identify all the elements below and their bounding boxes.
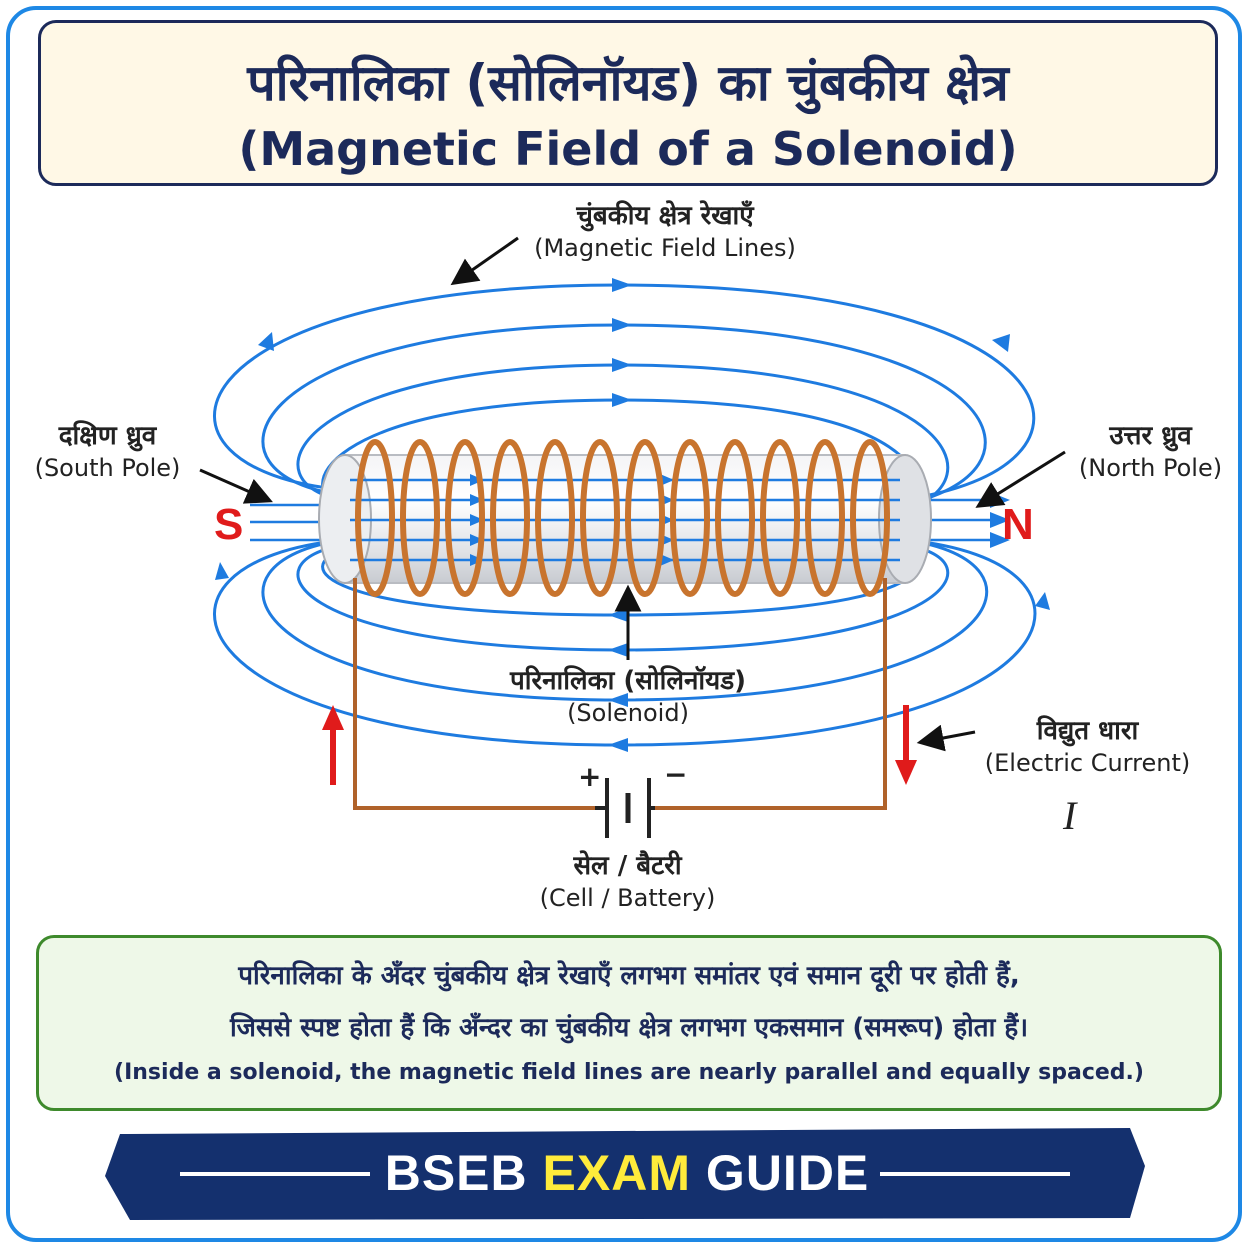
coil-turns (355, 439, 890, 597)
coil-turn (535, 439, 575, 597)
north-pole-letter: N (1002, 500, 1034, 549)
banner-title: BSEB EXAM GUIDE (0, 1140, 1254, 1206)
label-current: विद्युत धारा (Electric Current) (975, 715, 1200, 779)
circuit-wires (353, 578, 887, 810)
label-field-lines-hindi: चुंबकीय क्षेत्र रेखाएँ (576, 201, 754, 231)
label-current-english: (Electric Current) (984, 749, 1191, 777)
label-solenoid: परिनालिका (सोलिनॉयड) (Solenoid) (478, 665, 778, 729)
label-field-lines: चुंबकीय क्षेत्र रेखाएँ (Magnetic Field L… (520, 200, 810, 264)
note-line-3: (Inside a solenoid, the magnetic field l… (114, 1060, 1144, 1085)
label-north-pole: उत्तर ध्रुव (North Pole) (1068, 420, 1233, 484)
coil-turn (445, 439, 485, 597)
banner-word-3: GUIDE (705, 1145, 870, 1201)
coil-turn (625, 439, 665, 597)
battery-minus: − (664, 758, 688, 791)
label-solenoid-english: (Solenoid) (567, 699, 689, 727)
label-north-pole-english: (North Pole) (1078, 454, 1223, 482)
banner-background (105, 1128, 1145, 1220)
note-box: परिनालिका के अँदर चुंबकीय क्षेत्र रेखाएँ… (36, 935, 1222, 1111)
battery-symbol (595, 778, 655, 838)
label-battery-english: (Cell / Battery) (539, 884, 716, 912)
coil-turn (805, 439, 845, 597)
title-hindi: परिनालिका (सोलिनॉयड) का चुंबकीय क्षेत्र (247, 54, 1009, 112)
note-line-1: परिनालिका के अँदर चुंबकीय क्षेत्र रेखाएँ… (238, 961, 1020, 991)
current-symbol: I (1063, 793, 1077, 838)
label-battery-hindi: सेल / बैटरी (573, 851, 682, 881)
label-south-pole-english: (South Pole) (34, 454, 181, 482)
title-box: परिनालिका (सोलिनॉयड) का चुंबकीय क्षेत्र … (38, 20, 1218, 186)
outer-frame (6, 6, 1242, 1242)
battery-plus: + (578, 760, 602, 793)
label-south-pole: दक्षिण ध्रुव (South Pole) (20, 420, 195, 484)
title-english: (Magnetic Field of a Solenoid) (238, 122, 1018, 176)
label-current-hindi: विद्युत धारा (1036, 716, 1139, 746)
coil-turn (580, 439, 620, 597)
banner-word-2: EXAM (542, 1145, 692, 1201)
banner-word-1: BSEB (384, 1145, 528, 1201)
coil-turn (850, 439, 890, 597)
coil-turn (760, 439, 800, 597)
coil-turn (490, 439, 530, 597)
note-line-2: जिससे स्पष्ट होता हैं कि अँन्दर का चुंबक… (229, 1013, 1029, 1043)
label-north-pole-hindi: उत्तर ध्रुव (1109, 421, 1192, 451)
coil-turn (400, 439, 440, 597)
coil-turn (355, 439, 395, 597)
coil-turn (670, 439, 710, 597)
label-field-lines-english: (Magnetic Field Lines) (534, 234, 796, 262)
pointer-arrows (199, 236, 1066, 752)
coil-turn (715, 439, 755, 597)
south-pole-letter: S (214, 500, 244, 549)
label-south-pole-hindi: दक्षिण ध्रुव (58, 421, 157, 451)
label-battery: सेल / बैटरी (Cell / Battery) (510, 850, 745, 914)
current-arrows (322, 705, 917, 785)
label-solenoid-hindi: परिनालिका (सोलिनॉयड) (509, 666, 746, 696)
field-direction-arrows (215, 278, 1050, 752)
